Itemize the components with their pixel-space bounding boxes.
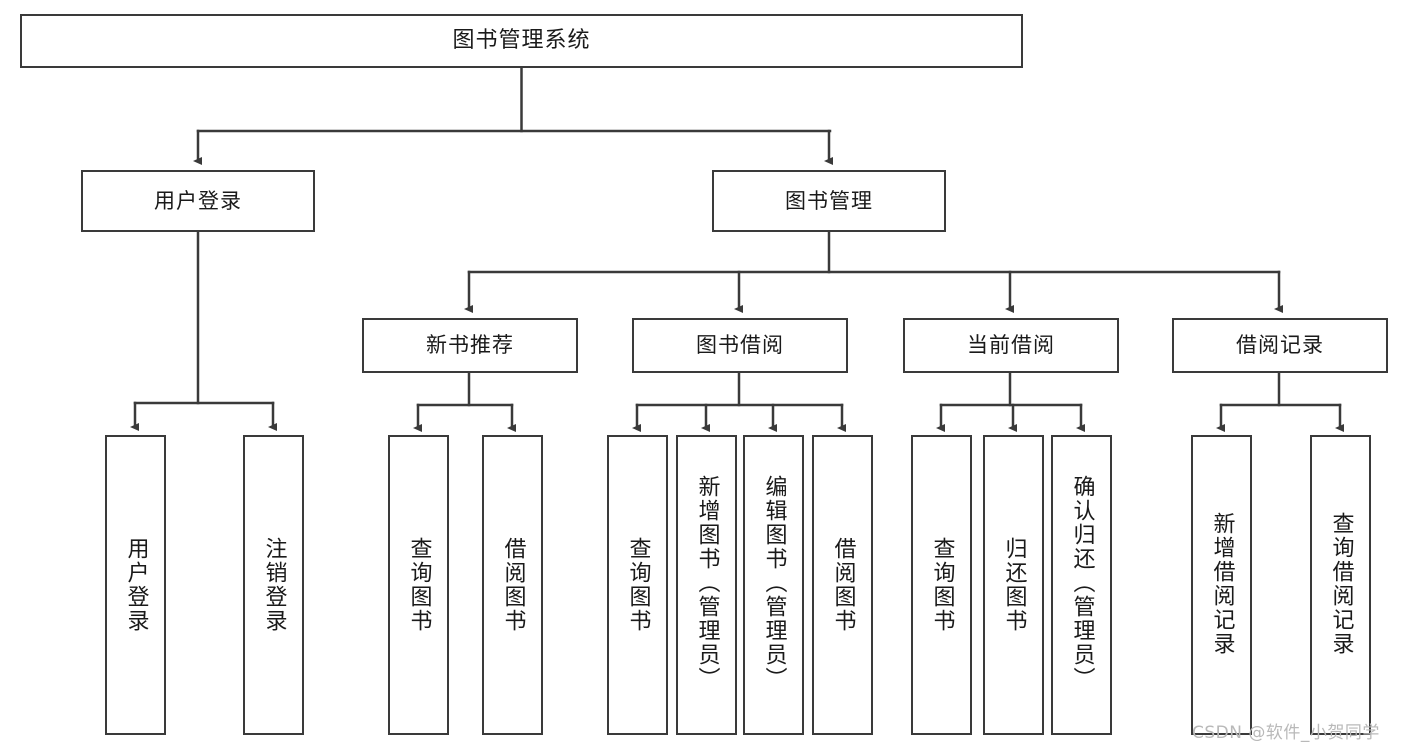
node-root-label: 图书管理系统	[452, 28, 591, 54]
node-leaf-borrow-book-1[interactable]: 借阅图书	[482, 435, 543, 735]
node-leaf-edit-book-admin-label: 编辑图书（管理员）	[761, 475, 787, 691]
node-leaf-query-borrow-record-label: 查询借阅记录	[1328, 512, 1354, 656]
node-leaf-query-borrow-record[interactable]: 查询借阅记录	[1310, 435, 1371, 735]
node-leaf-borrow-book-2[interactable]: 借阅图书	[812, 435, 873, 735]
node-book-borrow[interactable]: 图书借阅	[632, 318, 848, 373]
node-leaf-logout-login-label: 注销登录	[261, 537, 287, 633]
node-leaf-query-book-2[interactable]: 查询图书	[607, 435, 668, 735]
node-book-manage[interactable]: 图书管理	[712, 170, 946, 232]
node-book-manage-label: 图书管理	[785, 188, 873, 213]
node-borrow-record-label: 借阅记录	[1236, 333, 1324, 358]
node-current-borrow[interactable]: 当前借阅	[903, 318, 1119, 373]
node-leaf-return-book[interactable]: 归还图书	[983, 435, 1044, 735]
node-leaf-edit-book-admin[interactable]: 编辑图书（管理员）	[743, 435, 804, 735]
node-leaf-add-borrow-record[interactable]: 新增借阅记录	[1191, 435, 1252, 735]
node-leaf-query-book-2-label: 查询图书	[625, 537, 651, 633]
node-leaf-add-book-admin[interactable]: 新增图书（管理员）	[676, 435, 737, 735]
node-leaf-query-book-3[interactable]: 查询图书	[911, 435, 972, 735]
node-new-book-recommend-label: 新书推荐	[426, 333, 514, 358]
node-new-book-recommend[interactable]: 新书推荐	[362, 318, 578, 373]
csdn-watermark: CSDN @软件_小贺同学	[1192, 723, 1380, 743]
node-leaf-user-login[interactable]: 用户登录	[105, 435, 166, 735]
node-current-borrow-label: 当前借阅	[967, 333, 1055, 358]
node-book-borrow-label: 图书借阅	[696, 333, 784, 358]
node-user-login[interactable]: 用户登录	[81, 170, 315, 232]
node-leaf-confirm-return-admin[interactable]: 确认归还（管理员）	[1051, 435, 1112, 735]
node-leaf-borrow-book-2-label: 借阅图书	[830, 537, 856, 633]
node-leaf-logout-login[interactable]: 注销登录	[243, 435, 304, 735]
node-leaf-return-book-label: 归还图书	[1001, 537, 1027, 633]
node-leaf-query-book-3-label: 查询图书	[929, 537, 955, 633]
node-leaf-query-book-1-label: 查询图书	[406, 537, 432, 633]
node-leaf-add-book-admin-label: 新增图书（管理员）	[694, 475, 720, 691]
node-leaf-user-login-label: 用户登录	[123, 537, 149, 633]
node-leaf-borrow-book-1-label: 借阅图书	[500, 537, 526, 633]
node-user-login-label: 用户登录	[154, 188, 242, 213]
node-root[interactable]: 图书管理系统	[20, 14, 1023, 68]
node-leaf-confirm-return-admin-label: 确认归还（管理员）	[1069, 475, 1095, 691]
node-borrow-record[interactable]: 借阅记录	[1172, 318, 1388, 373]
node-leaf-add-borrow-record-label: 新增借阅记录	[1209, 512, 1235, 656]
node-leaf-query-book-1[interactable]: 查询图书	[388, 435, 449, 735]
